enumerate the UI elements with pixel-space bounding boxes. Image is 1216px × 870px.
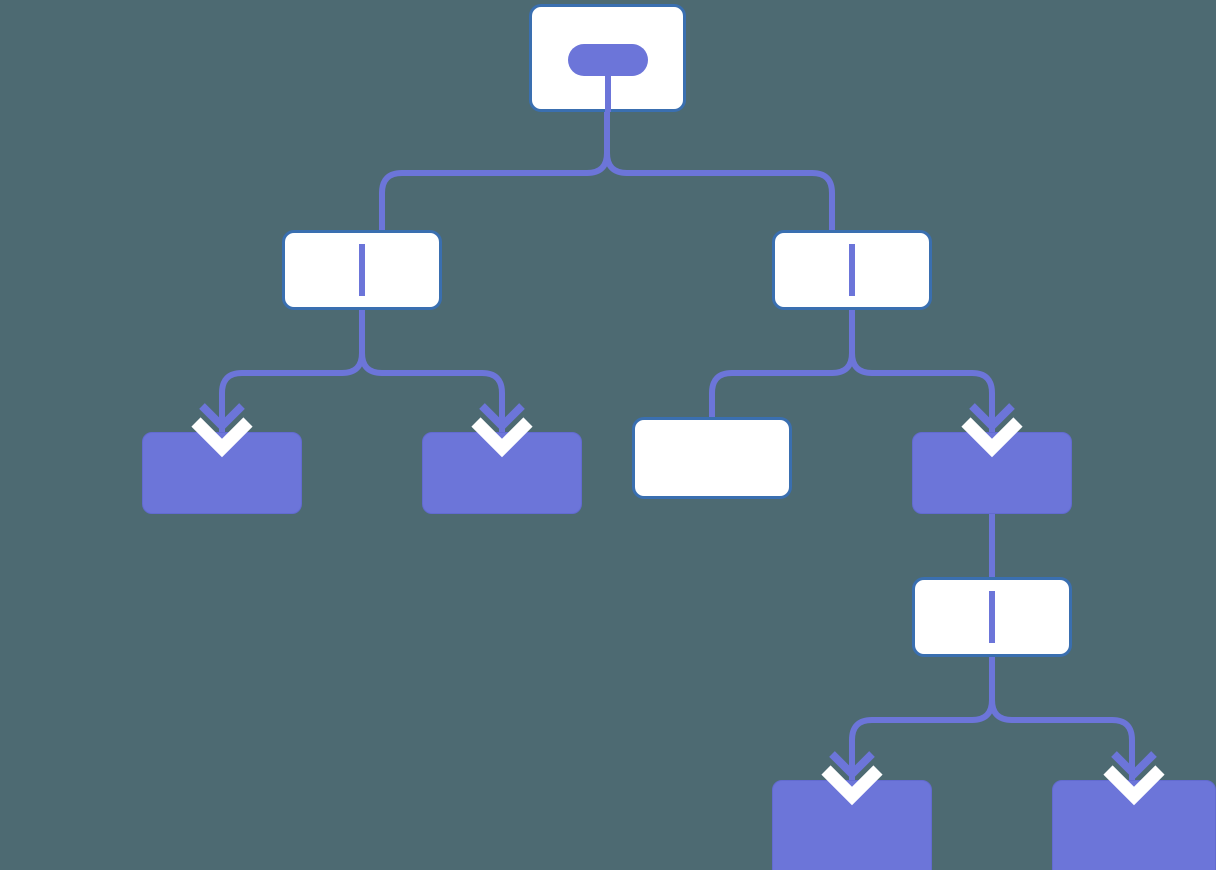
node-n-l2a[interactable] xyxy=(142,432,302,514)
node-root[interactable] xyxy=(529,4,686,112)
root-pill-chip xyxy=(568,44,648,76)
node-n-l2b[interactable] xyxy=(422,432,582,514)
node-n-r4a[interactable] xyxy=(772,780,932,870)
node-n-r2b[interactable] xyxy=(912,432,1072,514)
node-n-l1[interactable] xyxy=(282,230,442,310)
node-n-r1[interactable] xyxy=(772,230,932,310)
node-n-r4b[interactable] xyxy=(1052,780,1216,870)
node-n-r2a[interactable] xyxy=(632,417,792,499)
node-n-r3[interactable] xyxy=(912,577,1072,657)
